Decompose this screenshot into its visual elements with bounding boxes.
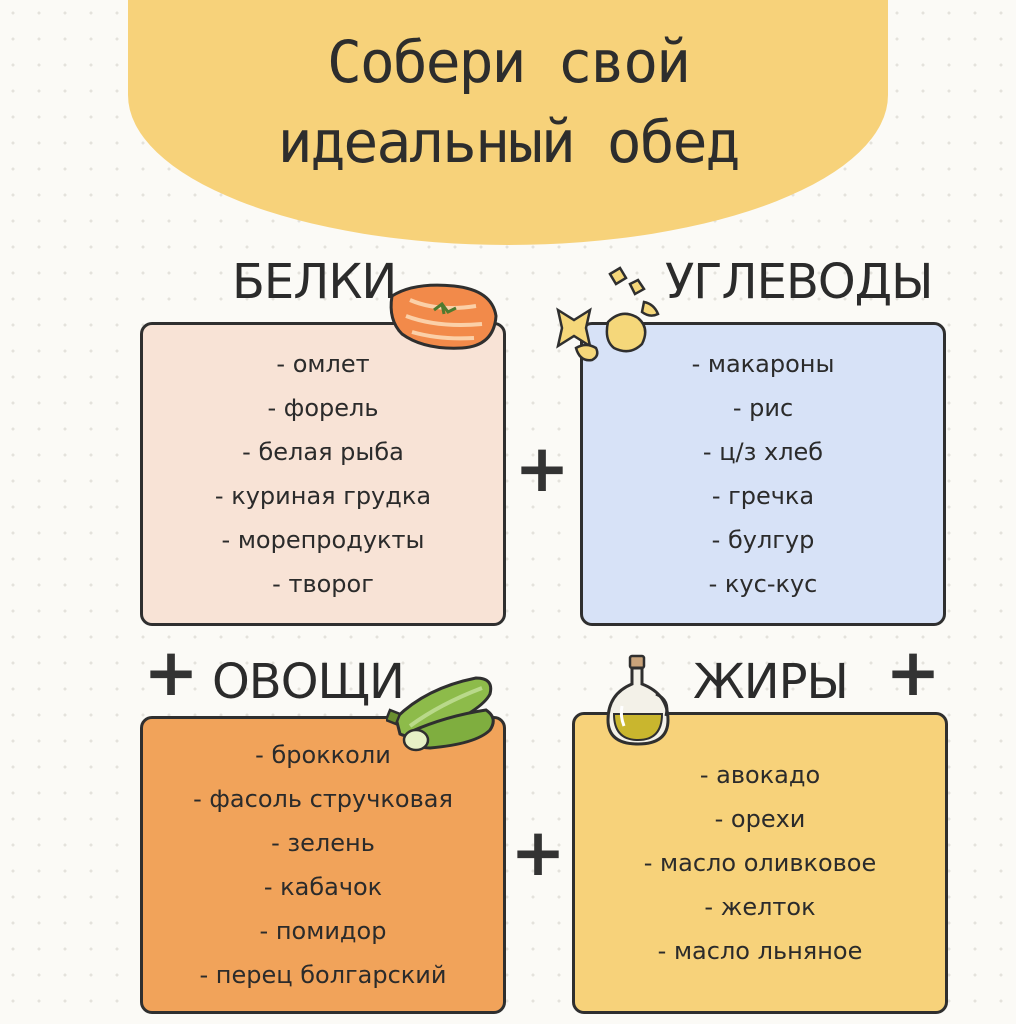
plus-sign: + bbox=[143, 634, 199, 711]
list-item: белая рыба bbox=[215, 430, 431, 474]
list-item: масло оливковое bbox=[644, 841, 876, 885]
list-item: кус-кус bbox=[692, 562, 835, 606]
fats-heading: ЖИРЫ bbox=[693, 654, 849, 710]
carbs-heading: УГЛЕВОДЫ bbox=[665, 254, 934, 310]
vegetables-list: брокколи фасоль стручковая зелень кабачо… bbox=[193, 733, 453, 997]
olive-oil-bottle-icon bbox=[606, 654, 670, 746]
list-item: желток bbox=[644, 885, 877, 929]
list-item: масло льняное bbox=[644, 929, 877, 973]
list-item: макароны bbox=[692, 342, 835, 386]
list-item: булгур bbox=[692, 518, 835, 562]
list-item: брокколи bbox=[193, 733, 453, 777]
plus-sign: + bbox=[885, 634, 941, 711]
title-line-1: Собери свой bbox=[326, 28, 691, 96]
title-banner bbox=[128, 0, 888, 245]
fats-list: авокадо орехи масло оливковое желток мас… bbox=[644, 753, 877, 973]
list-item: куриная грудка bbox=[215, 474, 431, 518]
fats-card: авокадо орехи масло оливковое желток мас… bbox=[572, 712, 948, 1014]
vegetables-card: брокколи фасоль стручковая зелень кабачо… bbox=[140, 716, 506, 1014]
list-item: кабачок bbox=[193, 865, 453, 909]
list-item: морепродукты bbox=[215, 518, 431, 562]
list-item: ц/з хлеб bbox=[692, 430, 835, 474]
list-item: рис bbox=[692, 386, 835, 430]
list-item: форель bbox=[215, 386, 431, 430]
plus-sign: + bbox=[510, 814, 566, 891]
pasta-icon bbox=[556, 266, 660, 362]
list-item: перец болгарский bbox=[193, 953, 453, 997]
proteins-heading: БЕЛКИ bbox=[232, 254, 397, 310]
list-item: гречка bbox=[692, 474, 835, 518]
salmon-fillet-icon bbox=[389, 283, 498, 350]
proteins-card: омлет форель белая рыба куриная грудка м… bbox=[140, 322, 506, 626]
list-item: авокадо bbox=[644, 753, 877, 797]
carbs-card: макароны рис ц/з хлеб гречка булгур кус-… bbox=[580, 322, 946, 626]
title-line-2: идеальный обед bbox=[277, 108, 741, 176]
page-title: Собери свой идеальный обед bbox=[128, 22, 888, 182]
zucchini-icon bbox=[386, 676, 495, 752]
list-item: зелень bbox=[193, 821, 453, 865]
list-item: фасоль стручковая bbox=[193, 777, 452, 821]
list-item: творог bbox=[215, 562, 431, 606]
list-item: омлет bbox=[215, 342, 431, 386]
carbs-list: макароны рис ц/з хлеб гречка булгур кус-… bbox=[692, 342, 835, 606]
proteins-list: омлет форель белая рыба куриная грудка м… bbox=[215, 342, 431, 606]
plus-sign: + bbox=[514, 430, 570, 507]
vegetables-heading: ОВОЩИ bbox=[212, 654, 405, 710]
list-item: помидор bbox=[193, 909, 453, 953]
list-item: орехи bbox=[644, 797, 877, 841]
